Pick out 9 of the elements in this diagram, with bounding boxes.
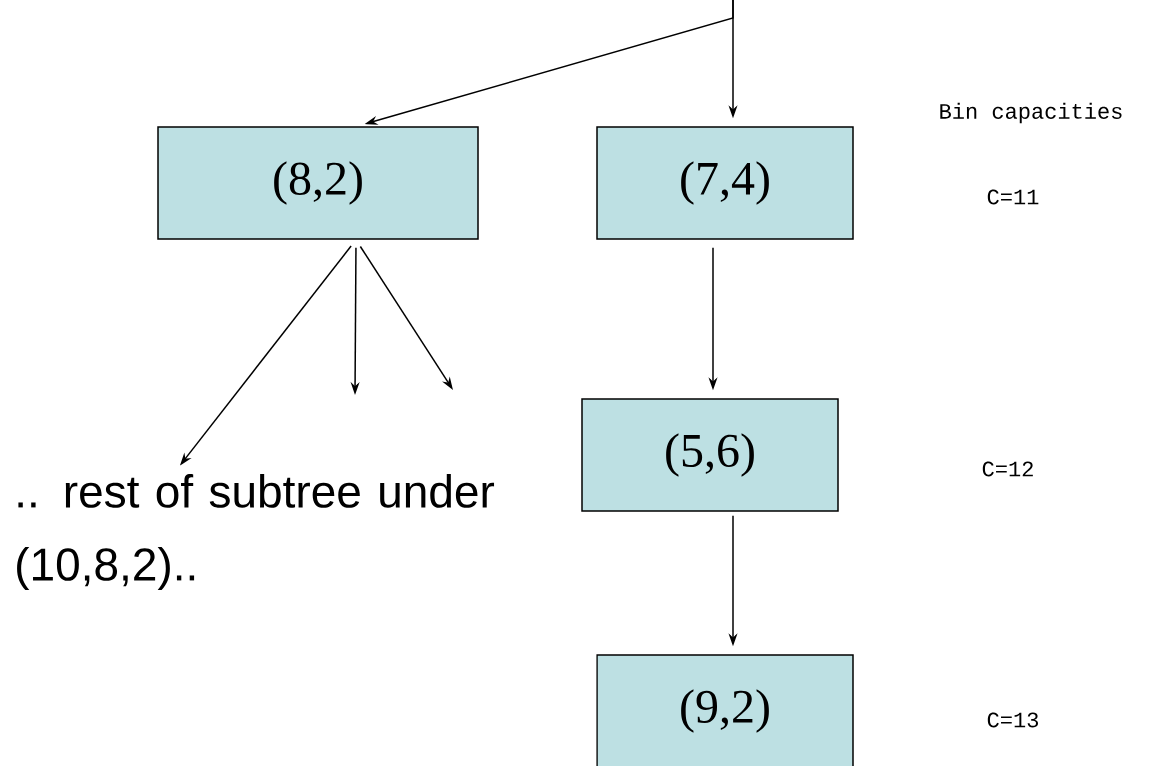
- capacity-label: C=11: [987, 189, 1039, 205]
- process-box: (8,2): [157, 126, 479, 240]
- capacity-label: C=13: [987, 712, 1038, 728]
- process-box: (9,2): [596, 654, 854, 766]
- axis-heading: Bin capacities: [940, 102, 1122, 124]
- process-box: (7,4): [596, 126, 854, 240]
- process-box: (5,6): [581, 398, 839, 512]
- capacity-label: C=12: [982, 461, 1033, 477]
- subtree-note: .. rest of subtree under (10,8,2)..: [17, 474, 495, 590]
